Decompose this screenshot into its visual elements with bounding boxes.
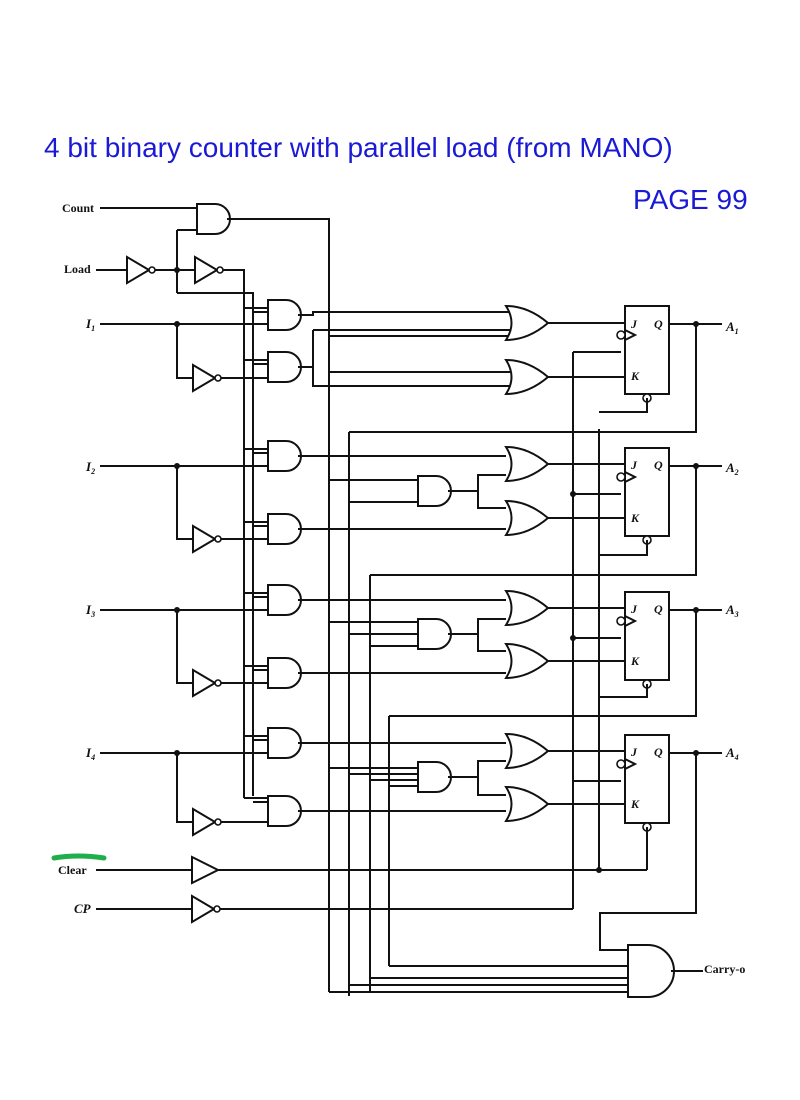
svg-text:J: J [630, 317, 638, 331]
carry-output-label: Carry-o [704, 962, 745, 976]
clear-cp-logic [96, 351, 648, 923]
svg-text:Q: Q [654, 602, 663, 616]
count-and-gate [196, 203, 231, 235]
i1-inverter [192, 364, 222, 392]
stage-2: J K Q [100, 432, 722, 996]
cp-label: CP [74, 901, 92, 916]
input-i2-label: I2 [85, 459, 95, 476]
i3-inverter [192, 669, 222, 697]
svg-text:K: K [630, 797, 640, 811]
clear-label: Clear [58, 863, 87, 877]
cp-inverter [191, 895, 221, 923]
stage4-load-and-gate-2 [267, 795, 302, 827]
input-i1-label: I1 [85, 316, 95, 333]
carry-logic [329, 944, 703, 998]
count-load-logic [96, 203, 330, 992]
i4-inverter [192, 808, 222, 836]
stage1-load-and-gate-2 [267, 351, 302, 383]
stage1-k-or-gate [505, 359, 549, 395]
stage2-k-or-gate [505, 500, 549, 536]
feedback-wiring [349, 324, 697, 951]
input-i4-label: I4 [85, 745, 95, 762]
stage2-j-or-gate [505, 446, 549, 482]
svg-text:Q: Q [654, 317, 663, 331]
svg-text:Q: Q [654, 745, 663, 759]
highlight-mark [51, 853, 107, 861]
input-i3-label: I3 [85, 602, 95, 619]
stage1-j-or-gate [505, 305, 549, 341]
stage4-k-or-gate [505, 786, 549, 822]
clear-buffer [191, 856, 219, 884]
svg-text:Q: Q [654, 458, 663, 472]
output-a3-label: A3 [725, 602, 739, 619]
stage2-load-and-gate [267, 440, 302, 472]
svg-text:J: J [630, 602, 638, 616]
svg-text:K: K [630, 369, 640, 383]
stage3-k-or-gate [505, 643, 549, 679]
output-a1-label: A1 [725, 319, 739, 336]
stage3-load-and-gate-2 [267, 657, 302, 689]
stage2-count-and-gate [417, 475, 452, 507]
output-a2-label: A2 [725, 460, 739, 477]
page-reference: PAGE 99 [633, 184, 748, 215]
stage3-j-or-gate [505, 590, 549, 626]
svg-text:J: J [630, 458, 638, 472]
stage3-load-and-gate [267, 584, 302, 616]
svg-text:J: J [630, 745, 638, 759]
stage2-load-and-gate-2 [267, 513, 302, 545]
stage3-count-and-gate [417, 618, 452, 650]
load-label: Load [64, 262, 91, 276]
carry-and-gate [627, 944, 675, 998]
diagram-title: 4 bit binary counter with parallel load … [44, 132, 673, 163]
stage4-j-or-gate [505, 733, 549, 769]
stage1-load-and-gate [267, 299, 302, 331]
count-label: Count [62, 201, 94, 215]
stage-4: J K Q [100, 716, 722, 966]
stage4-count-and-gate [417, 761, 452, 793]
load-inverter [126, 256, 156, 284]
load-inverter-2 [194, 256, 224, 284]
svg-text:K: K [630, 511, 640, 525]
output-a4-label: A4 [725, 745, 739, 762]
stage-1: J K Q [100, 299, 722, 403]
stage4-load-and-gate [267, 727, 302, 759]
svg-text:K: K [630, 654, 640, 668]
i2-inverter [192, 525, 222, 553]
